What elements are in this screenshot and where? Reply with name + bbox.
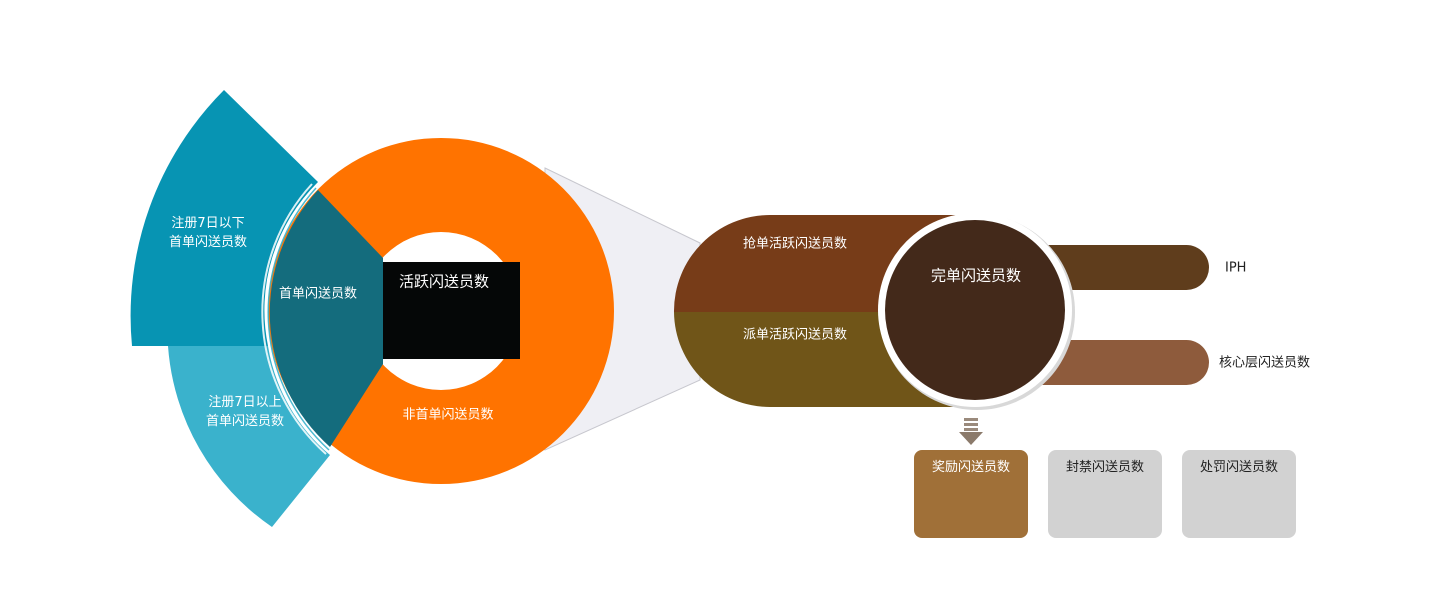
overlap-outline-inner xyxy=(267,187,330,451)
dispatch-active-label: 派单活跃闪送员数 xyxy=(742,327,848,343)
banned-label: 封禁闪送员数 xyxy=(1065,460,1145,475)
reg-above-7-label: 注册7日以上 首单闪送员数 xyxy=(205,395,285,429)
active-label: 活跃闪送员数 xyxy=(398,272,490,291)
active-band xyxy=(362,262,520,359)
completed-circle xyxy=(885,220,1065,400)
banned-card xyxy=(1048,450,1162,538)
reward-label: 奖励闪送员数 xyxy=(931,460,1011,475)
overlap-outline xyxy=(261,183,327,455)
punished-label: 处罚闪送员数 xyxy=(1199,460,1279,475)
reward-card xyxy=(914,450,1028,538)
core-layer-label: 核心层闪送员数 xyxy=(1219,355,1311,371)
non-first-order-label: 非首单闪送员数 xyxy=(402,407,494,423)
first-order-label: 首单闪送员数 xyxy=(278,286,358,302)
reg-below-7-sector xyxy=(130,90,318,346)
reg-above-7-sector xyxy=(168,346,330,527)
down-arrow-icon xyxy=(959,418,983,445)
punished-card xyxy=(1182,450,1296,538)
grab-active-label: 抢单活跃闪送员数 xyxy=(742,236,848,252)
first-order-overlap xyxy=(269,190,383,447)
iph-label: IPH xyxy=(1225,260,1247,276)
completed-label: 完单闪送员数 xyxy=(930,266,1022,285)
reg-below-7-label: 注册7日以下 首单闪送员数 xyxy=(168,216,248,250)
